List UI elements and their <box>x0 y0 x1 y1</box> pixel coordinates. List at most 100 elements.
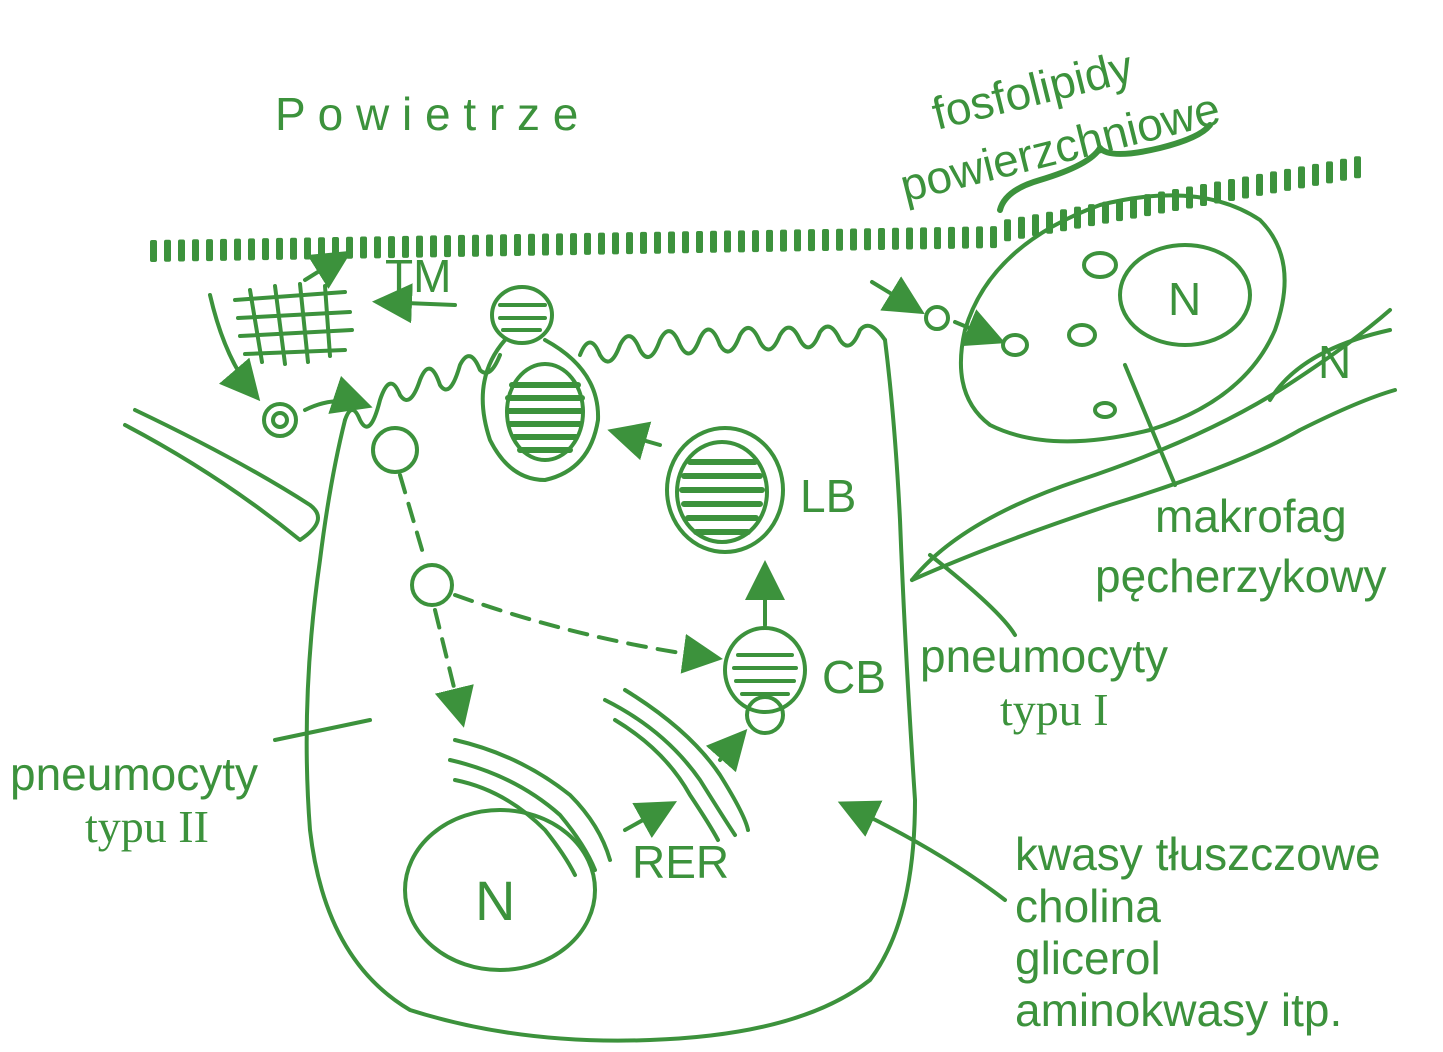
phospholipid-molecule <box>1200 184 1207 206</box>
free-vesicle <box>926 307 948 329</box>
phospholipid-molecule <box>990 226 997 248</box>
dashed-path-1 <box>400 475 425 560</box>
nucleus-type2-label: N <box>475 869 515 932</box>
phospholipid-molecule <box>626 232 633 254</box>
phospholipid-molecule <box>1312 164 1319 186</box>
tubular-myelin <box>235 284 352 364</box>
phospholipid-molecule <box>318 237 325 259</box>
substrates-label-1: kwasy tłuszczowe <box>1015 828 1381 880</box>
phospholipid-molecule <box>738 230 745 252</box>
phospholipid-molecule <box>850 228 857 250</box>
lattice-arrow <box>305 255 345 280</box>
multivesicular-body <box>412 565 452 605</box>
substrates-label-2: cholina <box>1015 880 1161 932</box>
small-vesicle <box>264 404 296 436</box>
secreting-lamellar-body <box>483 287 598 480</box>
phospholipid-molecule <box>906 228 913 250</box>
type2-label-1: pneumocyty <box>10 748 258 800</box>
to-vesicle-arrow <box>872 282 918 310</box>
phospholipid-molecule <box>304 237 311 259</box>
phospholipid-molecule <box>696 231 703 253</box>
phospholipid-molecule <box>192 239 199 261</box>
phospholipid-molecule <box>682 231 689 253</box>
leader-substrates <box>845 805 1005 900</box>
phospholipid-molecule <box>1172 189 1179 211</box>
phospholipid-molecule <box>528 234 535 256</box>
phospholipid-molecule <box>360 237 367 259</box>
phospholipid-molecule <box>598 233 605 255</box>
phospholipid-molecule <box>1298 166 1305 188</box>
phospholipid-molecule <box>514 234 521 256</box>
reuptake-arrow <box>210 295 255 395</box>
phospholipid-molecule <box>374 236 381 258</box>
phospholipid-molecule <box>500 234 507 256</box>
phospholipid-molecule <box>780 230 787 252</box>
phospholipid-molecule <box>472 235 479 257</box>
phospholipid-molecule <box>934 227 941 249</box>
phospholipid-molecule <box>1228 179 1235 201</box>
phospholipid-molecule <box>962 227 969 249</box>
air-label: P o w i e t r z e <box>275 88 578 140</box>
phospholipid-molecule <box>164 240 171 262</box>
phospholipid-molecule <box>766 230 773 252</box>
phospholipid-molecule <box>276 238 283 260</box>
phospholipid-molecule <box>920 227 927 249</box>
tm-label: TM <box>385 250 451 302</box>
substrates-label-4: aminokwasy itp. <box>1015 984 1342 1036</box>
cb-label: CB <box>822 651 886 703</box>
phospholipid-molecule <box>290 238 297 260</box>
phospholipid-molecule <box>584 233 591 255</box>
phospholipid-molecule <box>542 234 549 256</box>
phospholipid-molecule <box>864 228 871 250</box>
phospholipid-molecule <box>640 232 647 254</box>
phospholipid-molecule <box>1354 156 1361 178</box>
phospholipid-molecule <box>150 240 157 262</box>
phospholipid-molecule <box>556 233 563 255</box>
phospholipid-molecule <box>220 239 227 261</box>
microvilli <box>345 326 885 427</box>
dashed-path-to-rer <box>435 610 462 720</box>
type1-label-2: typu I <box>1000 684 1109 735</box>
phospholipid-molecule <box>486 234 493 256</box>
phospholipid-molecule <box>1242 176 1249 198</box>
phospholipid-molecule <box>948 227 955 249</box>
phospholipid-molecule <box>248 238 255 260</box>
type1-pneumocyte-left <box>125 410 318 540</box>
phospholipid-molecule <box>1074 207 1081 229</box>
phospholipid-molecule <box>976 226 983 248</box>
macrophage-granule <box>1084 253 1116 277</box>
nucleus-macrophage-label: N <box>1168 273 1201 325</box>
lb-to-exocytosis-arrow <box>615 432 660 445</box>
phospholipid-molecule <box>346 237 353 259</box>
phospholipid-molecule <box>1256 174 1263 196</box>
phospholipid-molecule <box>1004 219 1011 241</box>
phospholipid-molecule <box>1340 159 1347 181</box>
phospholipid-molecule <box>262 238 269 260</box>
phospholipid-molecule <box>836 229 843 251</box>
phospholipid-molecule <box>178 240 185 262</box>
rer-label: RER <box>632 836 729 888</box>
apical-vesicle <box>373 428 417 472</box>
phospholipid-molecule <box>612 232 619 254</box>
type2-label-2: typu II <box>85 801 209 852</box>
phospholipid-molecule <box>710 231 717 253</box>
rer-to-cb-arrow <box>720 735 742 760</box>
phospholipid-molecule <box>808 229 815 251</box>
phospholipid-molecule <box>1326 161 1333 183</box>
macrophage-label-2: pęcherzykowy <box>1095 550 1386 602</box>
lamellar-body-lb <box>667 428 783 552</box>
phospholipid-molecule <box>654 232 661 254</box>
phospholipid-molecule <box>822 229 829 251</box>
nucleus-type1-label: N <box>1318 336 1351 388</box>
phospholipid-molecule <box>234 239 241 261</box>
phospholipid-molecule <box>458 235 465 257</box>
tm-arrow <box>380 302 455 305</box>
phospholipid-molecule <box>332 237 339 259</box>
phospholipid-molecule <box>752 230 759 252</box>
phospholipid-molecule <box>892 228 899 250</box>
leader-type1 <box>930 555 1015 635</box>
phospholipid-molecule <box>724 231 731 253</box>
type1-label-1: pneumocyty <box>920 630 1168 682</box>
dashed-path-to-cb <box>455 595 715 658</box>
